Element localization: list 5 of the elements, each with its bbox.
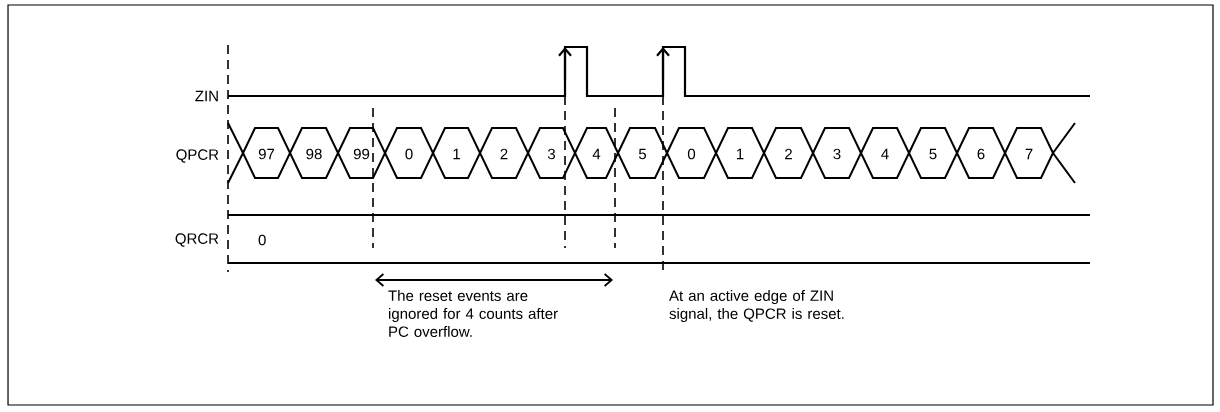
signal-name: QPCR <box>176 149 219 163</box>
note-text: The reset events are ignored for 4 counts after PC overflow. <box>388 290 558 337</box>
note-text: At an active edge of ZIN signal, the QPCR is reset. <box>669 290 844 322</box>
signal-name: ZIN <box>195 90 218 102</box>
register-band: 0 <box>227 214 1091 264</box>
